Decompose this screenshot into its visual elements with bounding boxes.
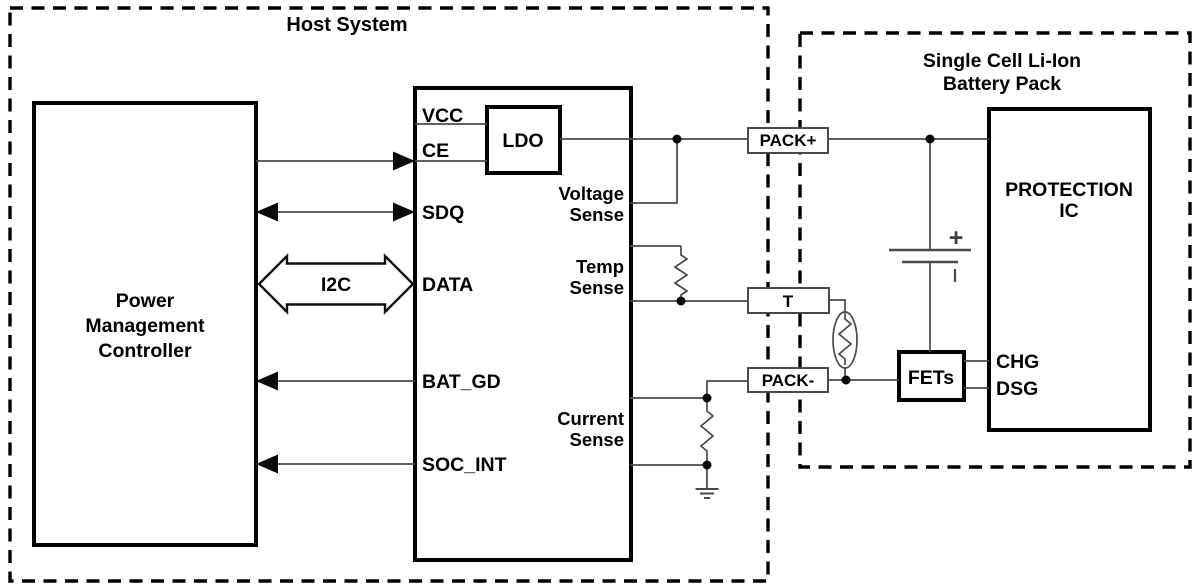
pack-minus-terminal — [747, 367, 829, 393]
battery-plus-sign: + — [949, 224, 964, 252]
sdq-arrowhead-right — [393, 202, 415, 222]
pmc-label-line2: Management — [85, 315, 205, 337]
pack-minus-sense-wire — [706, 380, 748, 398]
pin-label-data: DATA — [422, 274, 473, 296]
junction-dot — [702, 393, 712, 403]
protection-ic-box — [987, 107, 1152, 432]
host-system-title: Host System — [286, 14, 407, 36]
pin-label-soc-int: SOC_INT — [422, 454, 507, 476]
junction-dot — [925, 134, 935, 144]
current-sense-label-line1: Current — [557, 408, 624, 429]
i2c-bus-arrow — [257, 253, 415, 315]
soc-int-arrowhead-left — [256, 454, 278, 474]
pin-label-sdq: SDQ — [422, 202, 464, 224]
bat-gd-arrowhead-left — [256, 371, 278, 391]
junction-dot — [672, 134, 682, 144]
temp-sense-label-line1: Temp — [576, 256, 624, 277]
temp-bias-resistor — [673, 246, 689, 302]
fets-box — [897, 350, 966, 402]
temp-terminal — [747, 287, 830, 314]
protection-ic-label-line1: PROTECTION — [1005, 179, 1133, 201]
junction-dot — [676, 296, 686, 306]
power-management-controller-box — [32, 101, 258, 547]
pin-label-ce: CE — [422, 140, 449, 162]
pack-minus-label: PACK- — [762, 371, 815, 390]
sdq-arrowhead-left — [256, 202, 278, 222]
battery-cell-symbol — [889, 248, 971, 282]
pin-label-dsg: DSG — [996, 378, 1038, 400]
ldo-box — [485, 105, 562, 175]
battery-pack-title-line1: Single Cell Li-Ion — [923, 50, 1081, 72]
battery-pack-title-line2: Battery Pack — [943, 73, 1061, 95]
battery-pack-boundary — [798, 31, 1192, 469]
voltage-sense-label-line1: Voltage — [559, 183, 624, 204]
pmc-label: Power Management Controller — [85, 290, 205, 362]
junction-dot — [702, 460, 712, 470]
pack-plus-terminal — [747, 127, 829, 154]
current-sense-label-line2: Sense — [569, 429, 624, 450]
ground-symbol — [695, 488, 719, 499]
current-sense-resistor — [699, 398, 715, 465]
voltage-sense-wire — [630, 139, 678, 204]
junction-dot — [841, 375, 851, 385]
i2c-bus-label: I2C — [321, 274, 351, 296]
pin-label-chg: CHG — [996, 351, 1039, 373]
ldo-label: LDO — [502, 130, 543, 152]
voltage-sense-label-line2: Sense — [569, 204, 624, 225]
fets-label: FETs — [908, 367, 954, 389]
ce-arrowhead-right — [393, 151, 415, 171]
pack-plus-label: PACK+ — [760, 131, 817, 150]
protection-ic-label-line2: IC — [1059, 200, 1079, 222]
pin-label-vcc: VCC — [422, 105, 463, 127]
thermistor-zigzag — [837, 313, 853, 365]
temp-sense-label-line2: Sense — [569, 277, 624, 298]
pin-label-bat-gd: BAT_GD — [422, 371, 501, 393]
pmc-label-line1: Power — [116, 290, 175, 312]
thermistor-top-wire — [828, 299, 846, 312]
temp-terminal-label: T — [783, 292, 794, 311]
pmc-label-line3: Controller — [98, 340, 192, 362]
